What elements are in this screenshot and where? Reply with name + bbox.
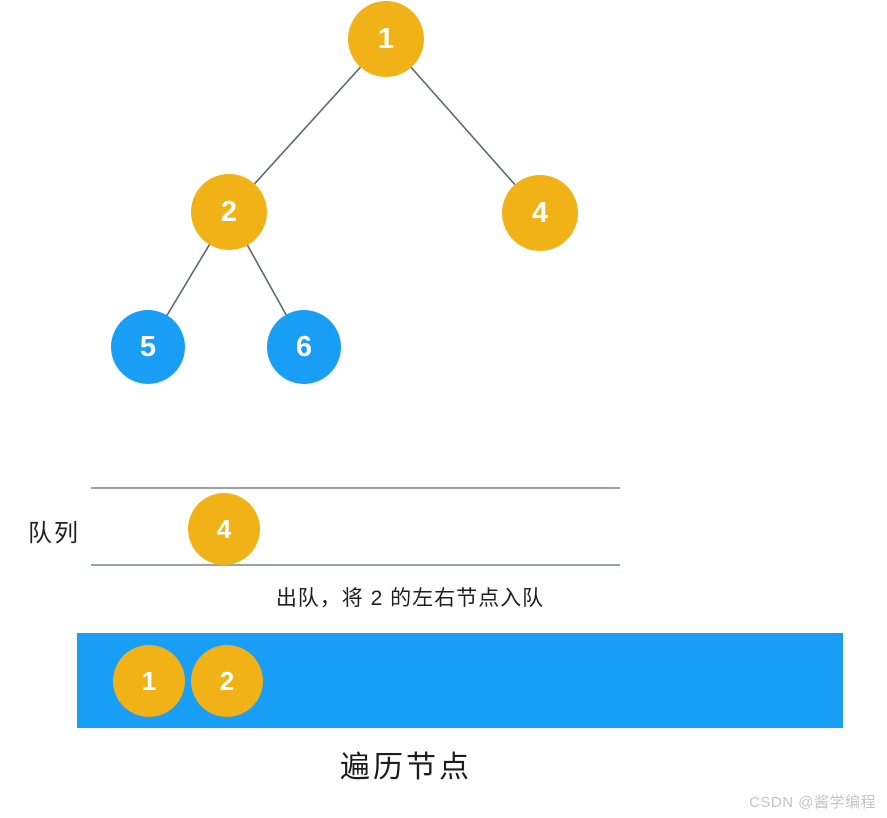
traversal-item-2: 2 — [191, 645, 263, 717]
csdn-watermark: CSDN @酱学编程 — [749, 794, 876, 811]
queue-label: 队列 — [28, 520, 80, 547]
traversal-caption: 遍历节点 — [340, 751, 472, 784]
tree-node-2: 2 — [191, 174, 267, 250]
tree-node-6: 6 — [267, 310, 341, 384]
queue-top-line — [91, 487, 620, 489]
tree-node-4: 4 — [502, 175, 578, 251]
tree-node-1: 1 — [348, 1, 424, 77]
tree-node-5: 5 — [111, 310, 185, 384]
dequeue-step-caption: 出队，将 2 的左右节点入队 — [275, 587, 545, 610]
traversal-item-1: 1 — [113, 645, 185, 717]
traversal-bar: 1 2 — [77, 633, 843, 728]
tree-edge-1-2 — [228, 38, 387, 213]
queue-bottom-line — [91, 564, 620, 566]
queue-item-4: 4 — [188, 493, 260, 565]
